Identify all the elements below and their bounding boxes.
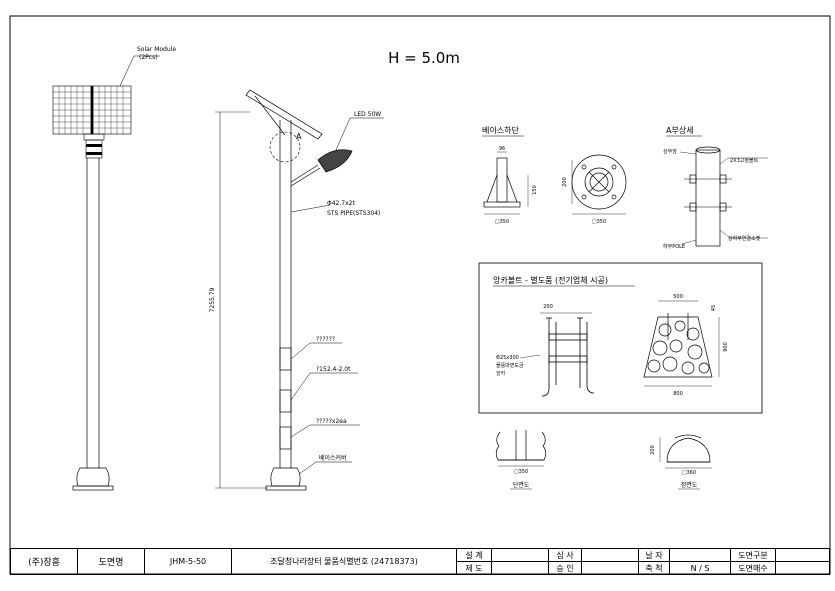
section-right-height: 200 xyxy=(650,445,656,455)
base-dim-width: □350 xyxy=(495,219,509,225)
front-view-pole: Solar Module (2Pcs) xyxy=(52,46,176,491)
foundation-top-dim: 500 xyxy=(673,294,683,300)
anchor-dim-200: 200 xyxy=(543,304,553,310)
part-b-label: ?????x2ea xyxy=(316,418,347,425)
anchor-foundation xyxy=(643,300,720,387)
category-value xyxy=(775,548,830,562)
solar-module-label: Solar Module xyxy=(137,46,176,53)
side-view-pole xyxy=(215,89,384,491)
part-a-label: ?????? xyxy=(316,336,335,343)
total-height-dim: 7255.79 xyxy=(209,287,216,312)
design-value xyxy=(491,548,549,562)
base-dim-top: 96 xyxy=(499,146,505,152)
section-right-width: □360 xyxy=(682,470,696,476)
height-title: H = 5.0m xyxy=(388,49,460,67)
plan-dim-side: 200 xyxy=(562,177,568,187)
approval-label: 승 인 xyxy=(548,561,582,575)
detail-a-marker: A xyxy=(296,132,302,141)
approval-value xyxy=(581,561,639,575)
base-dim-height: 150 xyxy=(532,185,538,195)
section-left-caption: 단면도 xyxy=(513,481,530,489)
scale-label: 축 척 xyxy=(638,561,670,575)
foundation-height-dim: 900 xyxy=(723,342,729,352)
drafting-value xyxy=(491,561,549,575)
detail-a-drawing xyxy=(679,146,768,247)
base-section-title: 베이스하단 xyxy=(482,125,519,135)
drawing-code: JHM-5-50 xyxy=(144,548,232,575)
pipe-size-label: Φ42.7x2t xyxy=(327,200,355,207)
detail-a-clamp: 상하부연결소켓 xyxy=(728,235,761,242)
pole-dim-label: ?152.4-2.0t xyxy=(316,366,351,373)
review-value xyxy=(581,548,639,562)
section-left-width: □350 xyxy=(514,469,528,475)
anchor-spec-3: 앙카 xyxy=(496,370,506,377)
solar-leader xyxy=(119,55,160,87)
category-label: 도면구분 xyxy=(730,548,776,562)
base-section-plan xyxy=(571,154,627,215)
detail-a-upper: 상부암 xyxy=(663,148,677,155)
drawing-name-label: 도면명 xyxy=(77,548,145,575)
anchor-bolt-cage xyxy=(519,312,595,397)
detail-a-circle xyxy=(269,131,301,163)
date-value xyxy=(669,548,731,562)
drafting-label: 제 도 xyxy=(456,561,492,575)
base-section-elevation xyxy=(483,151,529,215)
section-left xyxy=(495,430,547,467)
solar-module-qty: (2Pcs) xyxy=(139,54,158,61)
detail-a-title: A부상세 xyxy=(666,125,694,135)
led-label: LED 50W xyxy=(354,111,381,118)
solar-panel-pair xyxy=(52,85,132,135)
detail-a-lower: 하부POLE xyxy=(663,243,685,250)
drawing-description: 조달청나라장터 물품식별번호 (24718373) xyxy=(231,548,457,575)
anchor-spec-2: 몰뚱마면도금 xyxy=(496,362,524,369)
sheet-border xyxy=(9,15,831,575)
pipe-material-label: STS PIPE(STS304) xyxy=(327,210,380,217)
detail-a-bolt: 2X3고정볼트 xyxy=(730,157,759,164)
anchor-box xyxy=(478,262,763,414)
date-label: 날 자 xyxy=(638,548,670,562)
review-label: 심 사 xyxy=(548,548,582,562)
plan-dim-bottom: □350 xyxy=(592,219,606,225)
anchor-spec-1: Φ25x300 xyxy=(496,355,519,361)
sheets-value xyxy=(775,561,830,575)
base-cover-label: 베이스커버 xyxy=(319,454,347,462)
title-block: (주)장흥 도면명 JHM-5-50 조달청나라장터 물품식별번호 (24718… xyxy=(10,548,830,575)
section-right xyxy=(659,434,712,469)
anchor-title: 앙카볼트 - 별도품 (전기업체 시공) xyxy=(493,275,608,285)
company-name: (주)장흥 xyxy=(10,548,78,575)
design-label: 설 계 xyxy=(456,548,492,562)
sheets-label: 도면매수 xyxy=(730,561,776,575)
foundation-bottom-dim: 800 xyxy=(673,391,683,397)
foundation-small-dim: 45 xyxy=(711,305,717,311)
section-right-caption: 정면도 xyxy=(681,481,698,489)
scale-value: N / S xyxy=(669,561,731,575)
